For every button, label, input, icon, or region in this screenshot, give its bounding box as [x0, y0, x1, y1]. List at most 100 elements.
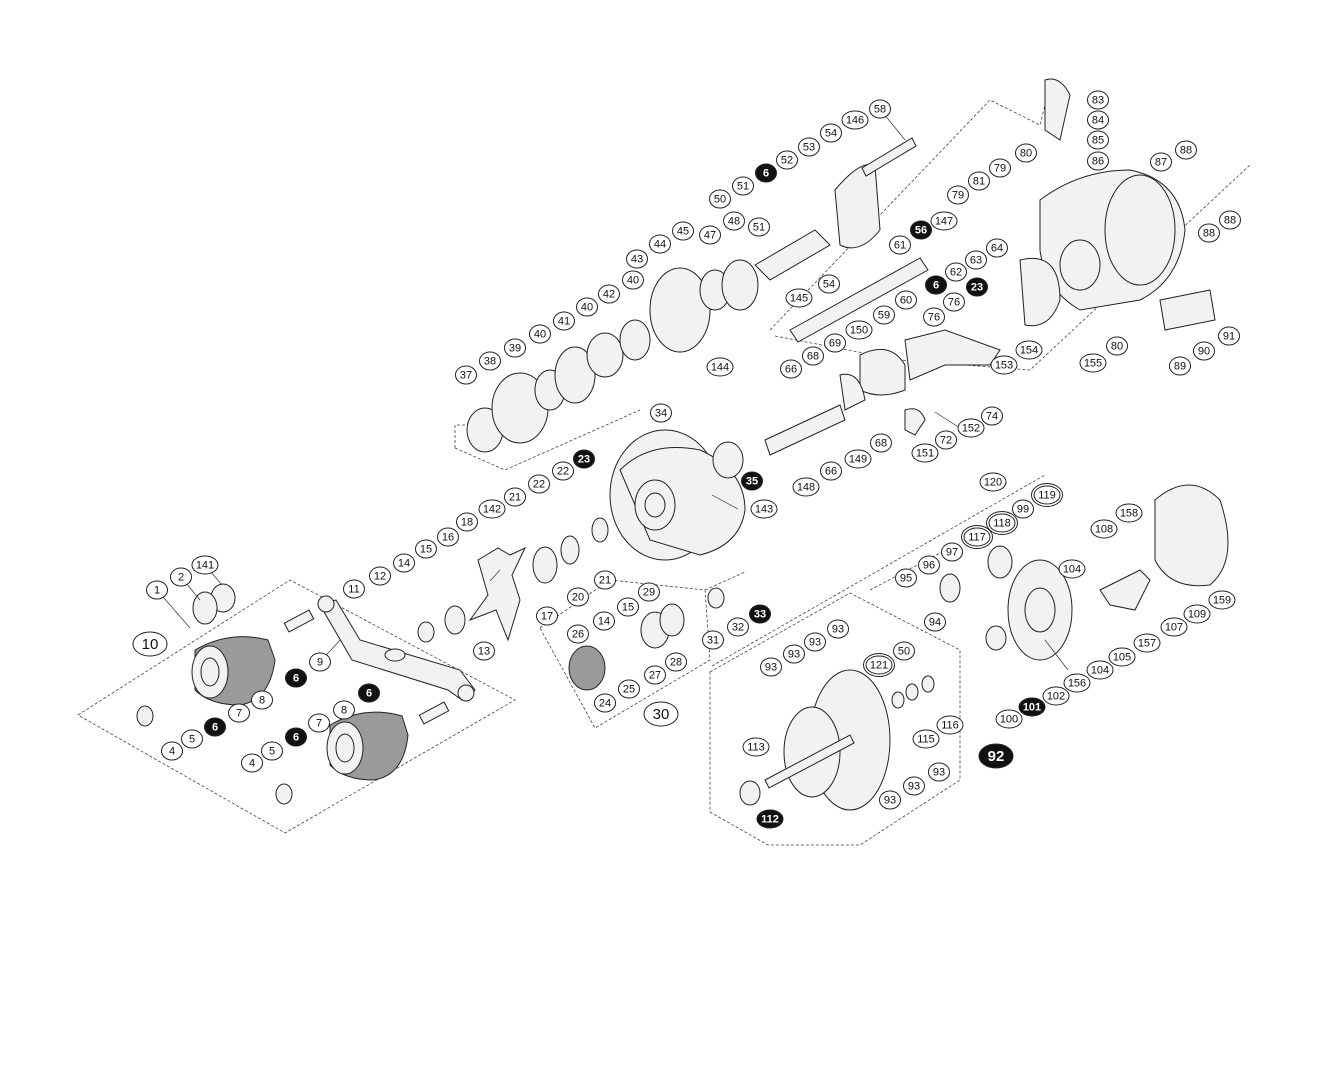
callout-bubble: [308, 713, 330, 733]
callout-number: 5: [269, 746, 275, 758]
callout-16: 16: [437, 527, 459, 547]
callout-bubble: [643, 701, 679, 727]
handle-arm: [317, 595, 476, 702]
callout-18: 18: [456, 512, 478, 532]
callout-bubble: [780, 359, 802, 379]
callout-number: 107: [1165, 622, 1183, 634]
callout-number: 6: [293, 732, 299, 744]
callout-94: 94: [924, 612, 946, 632]
callout-bubble: [415, 539, 437, 559]
callout-bubble: [965, 250, 987, 270]
callout-number: 9: [317, 657, 323, 669]
callout-150: 150: [845, 320, 873, 340]
callout-bubble: [638, 582, 660, 602]
callout-number: 40: [581, 302, 593, 314]
callout-54: 54: [820, 123, 842, 143]
callout-42: 42: [598, 284, 620, 304]
callout-number: 66: [785, 364, 797, 376]
callout-bubble: [618, 679, 640, 699]
callout-109: 109: [1183, 604, 1211, 624]
callout-bubble: [1133, 633, 1161, 653]
callout-bubble: [820, 461, 842, 481]
callout-17: 17: [536, 606, 558, 626]
callout-number: 97: [946, 547, 958, 559]
callout-88: 88: [1175, 140, 1197, 160]
callout-bubble: [824, 333, 846, 353]
callout-number: 144: [711, 362, 729, 374]
callout-4: 4: [241, 753, 263, 773]
callout-number: 119: [1038, 490, 1056, 502]
callout-28: 28: [665, 652, 687, 672]
callout-bubble: [552, 461, 574, 481]
callout-bubble: [879, 790, 901, 810]
callout-148: 148: [792, 477, 820, 497]
callout-bubble: [343, 579, 365, 599]
callout-76: 76: [923, 307, 945, 327]
callout-number: 7: [236, 708, 242, 720]
callout-23: 23: [966, 277, 988, 297]
callout-8: 8: [251, 690, 273, 710]
callout-number: 59: [878, 310, 890, 322]
callout-number: 155: [1084, 358, 1102, 370]
callout-bubble: [594, 570, 616, 590]
callout-number: 14: [398, 558, 410, 570]
callout-158: 158: [1115, 503, 1143, 523]
callout-number: 18: [461, 517, 473, 529]
callout-number: 86: [1092, 156, 1104, 168]
callout-number: 54: [825, 128, 837, 140]
callout-47: 47: [699, 225, 721, 245]
callout-number: 90: [1198, 346, 1210, 358]
callout-59: 59: [873, 305, 895, 325]
callout-bubble: [910, 220, 932, 240]
part-116: [921, 675, 935, 693]
callout-number: 6: [933, 280, 939, 292]
callout-number: 104: [1091, 665, 1109, 677]
callout-number: 149: [849, 454, 867, 466]
callout-bubble: [979, 472, 1007, 492]
callout-40: 40: [622, 270, 644, 290]
callout-8: 8: [333, 700, 355, 720]
callout-bubble: [593, 611, 615, 631]
callout-bubble: [309, 652, 331, 672]
callout-bubble: [650, 403, 672, 423]
callout-number: 88: [1180, 145, 1192, 157]
callout-number: 8: [259, 695, 265, 707]
callout-number: 35: [746, 476, 758, 488]
callout-bubble: [925, 275, 947, 295]
callout-number: 117: [968, 532, 986, 544]
callout-bubble: [251, 690, 273, 710]
callout-bubble: [644, 665, 666, 685]
callout-number: 76: [948, 297, 960, 309]
part-29: [659, 603, 685, 637]
callout-29: 29: [638, 582, 660, 602]
callout-bubble: [804, 632, 826, 652]
pin-58: [861, 137, 917, 177]
spool-shaft: [764, 734, 855, 789]
cover-159: [1154, 484, 1229, 587]
callout-number: 93: [788, 649, 800, 661]
callout-number: 60: [900, 295, 912, 307]
callout-number: 42: [603, 289, 615, 301]
callout-bubble: [1087, 151, 1109, 171]
callout-14: 14: [393, 553, 415, 573]
callout-76: 76: [943, 292, 965, 312]
callout-93: 93: [903, 776, 925, 796]
callout-bubble: [870, 433, 892, 453]
callout-89: 89: [1169, 356, 1191, 376]
callout-number: 22: [533, 479, 545, 491]
callout-1: 1: [146, 580, 168, 600]
callout-27: 27: [644, 665, 666, 685]
callout-number: 99: [1017, 504, 1029, 516]
handle-shaft-upper: [283, 609, 315, 633]
callout-7: 7: [308, 713, 330, 733]
callout-bubble: [702, 630, 724, 650]
callout-bubble: [749, 604, 771, 624]
callout-bubble: [1090, 519, 1118, 539]
callout-number: 93: [908, 781, 920, 793]
part-115: [891, 691, 905, 709]
callout-number: 68: [875, 438, 887, 450]
callout-21: 21: [504, 487, 526, 507]
callout-bubble: [1219, 210, 1241, 230]
callout-61: 61: [889, 235, 911, 255]
callout-number: 17: [541, 611, 553, 623]
